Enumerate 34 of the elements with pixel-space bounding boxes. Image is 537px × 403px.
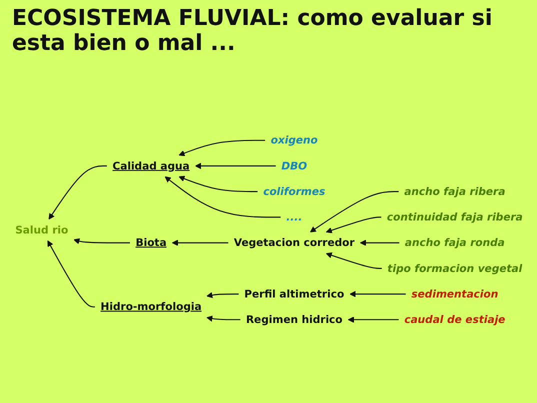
node-text: Salud rio: [14, 224, 68, 236]
arrow: [46, 240, 94, 308]
arrow: [178, 140, 265, 156]
arrow: [349, 290, 406, 298]
node-text: continuidad faja ribera: [386, 210, 522, 224]
node-text: Perfil altimetrico: [244, 288, 344, 300]
node-text: sedimentacion: [410, 288, 498, 300]
arrow: [194, 162, 276, 170]
node-text: ancho faja ronda: [404, 236, 504, 249]
node-text: caudal de estiaje: [404, 313, 505, 326]
node-text: Hidro-morfologia: [100, 300, 202, 313]
arrow: [206, 292, 238, 298]
node-text: ancho faja ribera: [404, 185, 505, 198]
node-text: Vegetacion corredor: [233, 236, 354, 249]
arrow: [309, 191, 398, 232]
title: ECOSISTEMA FLUVIAL: como evaluar si esta bien o mal ...: [12, 6, 494, 56]
arrow: [325, 252, 382, 269]
arrow: [171, 240, 228, 246]
node-text: tipo formacion vegetal: [386, 262, 522, 275]
arrow: [73, 238, 130, 244]
arrow: [164, 176, 280, 218]
node-text: oxigeno: [270, 134, 318, 146]
arrow: [347, 316, 398, 323]
node-text: Biota: [135, 236, 166, 249]
node-text: coliformes: [262, 185, 325, 198]
node-text: DBO: [280, 159, 307, 172]
node-text: Regimen hidrico: [245, 313, 342, 326]
arrow: [178, 176, 258, 192]
node-text: Calidad agua: [112, 159, 190, 172]
arrow: [206, 316, 240, 322]
node-text: ....: [286, 210, 302, 224]
arrow: [48, 165, 106, 220]
arrow: [325, 216, 381, 234]
arrow: [359, 240, 399, 246]
